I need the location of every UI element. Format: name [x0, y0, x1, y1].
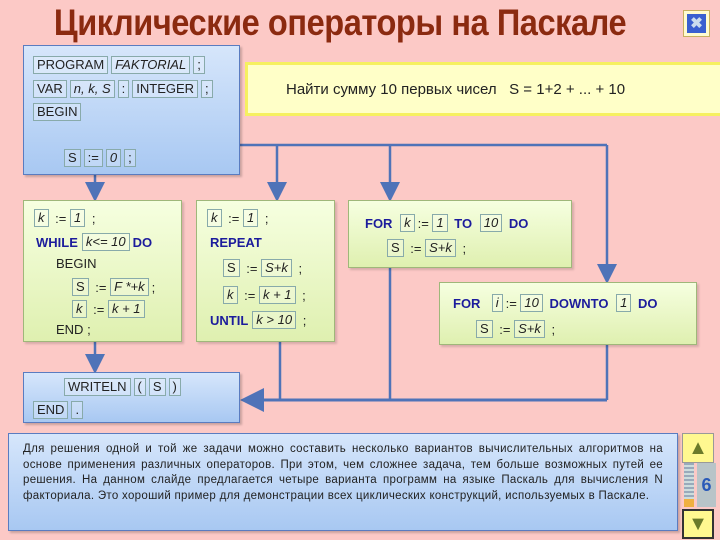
- value: 10: [520, 294, 543, 312]
- semicolon: ;: [151, 279, 156, 295]
- assign: :=: [246, 260, 258, 276]
- expression: S+k: [261, 259, 292, 277]
- var-s: S: [72, 278, 89, 296]
- keyword-program: PROGRAM: [33, 56, 109, 74]
- triangle-down-icon: ▼: [688, 512, 708, 535]
- keyword-until: UNTIL: [210, 312, 249, 328]
- for-to-block: FOR k:= 1 TO 10 DO S := S+k ;: [348, 200, 572, 268]
- task-box: Найти сумму 10 первых чисел S = 1+2 + ..…: [245, 62, 720, 116]
- expression: k + 1: [258, 286, 296, 304]
- expression: S+k: [514, 320, 545, 338]
- value: 1: [69, 209, 86, 227]
- var-k: k: [207, 209, 222, 227]
- keyword-repeat: REPEAT: [210, 235, 262, 250]
- triangle-up-icon: ▲: [688, 436, 708, 459]
- expression: k + 1: [107, 300, 145, 318]
- var-k: k: [72, 300, 87, 318]
- value: 10: [479, 214, 503, 232]
- condition: k > 10: [252, 311, 297, 329]
- semicolon: ;: [302, 287, 306, 303]
- program-header-block: PROGRAM FAKTORIAL ; VAR n, k, S : INTEGE…: [23, 45, 240, 175]
- condition: k<= 10: [81, 233, 130, 251]
- var-k: k: [223, 286, 238, 304]
- var-s: S: [476, 320, 493, 338]
- semicolon: ;: [302, 312, 307, 328]
- dot: .: [71, 401, 84, 419]
- semicolon: ;: [124, 149, 136, 167]
- page-number: 6: [697, 463, 716, 507]
- semicolon: ;: [91, 210, 96, 226]
- keyword-end: END: [56, 322, 84, 337]
- next-slide-button[interactable]: ▼: [682, 509, 714, 539]
- program-name: FAKTORIAL: [111, 56, 191, 74]
- prev-slide-button[interactable]: ▲: [682, 433, 714, 463]
- assign: :=: [95, 279, 107, 295]
- var-s: S: [387, 239, 404, 257]
- keyword-var: VAR: [33, 80, 67, 98]
- keyword-writeln: WRITELN: [64, 378, 131, 396]
- keyword-downto: DOWNTO: [549, 295, 609, 311]
- assign: :=: [410, 240, 422, 256]
- value-zero: 0: [105, 149, 122, 167]
- semicolon: ;: [551, 321, 556, 337]
- for-downto-block: FOR i:= 10 DOWNTO 1 DO S := S+k ;: [439, 282, 697, 345]
- description-box: Для решения одной и той же задачи можно …: [8, 433, 678, 531]
- value: 1: [432, 214, 448, 232]
- keyword-begin: BEGIN: [56, 256, 97, 271]
- repeat-block: k := 1 ; REPEAT S := S+k ; k := k + 1 ; …: [196, 200, 335, 342]
- var-k: k: [34, 209, 49, 227]
- keyword-do: DO: [132, 234, 153, 250]
- expression: F *+k: [110, 278, 149, 296]
- keyword-for: FOR: [453, 295, 481, 311]
- semicolon: ;: [462, 240, 467, 256]
- expression: S+k: [425, 239, 456, 257]
- close-icon: ✖: [687, 14, 706, 33]
- keyword-do: DO: [508, 215, 529, 231]
- paren: ): [168, 378, 181, 396]
- semicolon: ;: [87, 322, 91, 337]
- semicolon: ;: [201, 80, 213, 98]
- close-button[interactable]: ✖: [683, 10, 710, 37]
- semicolon: ;: [264, 210, 269, 226]
- paren: (: [133, 378, 146, 396]
- progress-scale: [684, 463, 694, 507]
- assign: :=: [499, 321, 511, 337]
- program-footer-block: WRITELN(S) END.: [23, 372, 240, 423]
- assign: :=: [55, 210, 67, 226]
- keyword-do: DO: [637, 295, 658, 311]
- var-s: S: [223, 259, 240, 277]
- type-integer: INTEGER: [132, 80, 199, 98]
- slide-title: Циклические операторы на Паскале: [53, 2, 627, 43]
- var-s: S: [64, 149, 81, 167]
- keyword-begin: BEGIN: [33, 103, 82, 121]
- keyword-for: FOR: [365, 215, 393, 231]
- var-k: k: [400, 214, 415, 232]
- assign: :=: [93, 301, 105, 317]
- assign: :=: [83, 149, 103, 167]
- assign: :=: [417, 215, 429, 231]
- description-text: Для решения одной и той же задачи можно …: [23, 443, 663, 502]
- semicolon: ;: [193, 56, 205, 74]
- task-text: Найти сумму 10 первых чисел S = 1+2 + ..…: [286, 80, 626, 98]
- value: 1: [242, 209, 259, 227]
- value: 1: [616, 294, 632, 312]
- var-list: n, k, S: [69, 80, 115, 98]
- assign: :=: [505, 295, 517, 311]
- assign: :=: [244, 287, 256, 303]
- semicolon: ;: [298, 260, 303, 276]
- var-i: i: [491, 294, 503, 312]
- keyword-end: END: [33, 401, 69, 419]
- assign: :=: [228, 210, 240, 226]
- var-s: S: [148, 378, 166, 396]
- colon: :: [117, 80, 130, 98]
- keyword-while: WHILE: [36, 234, 78, 250]
- keyword-to: TO: [454, 215, 473, 231]
